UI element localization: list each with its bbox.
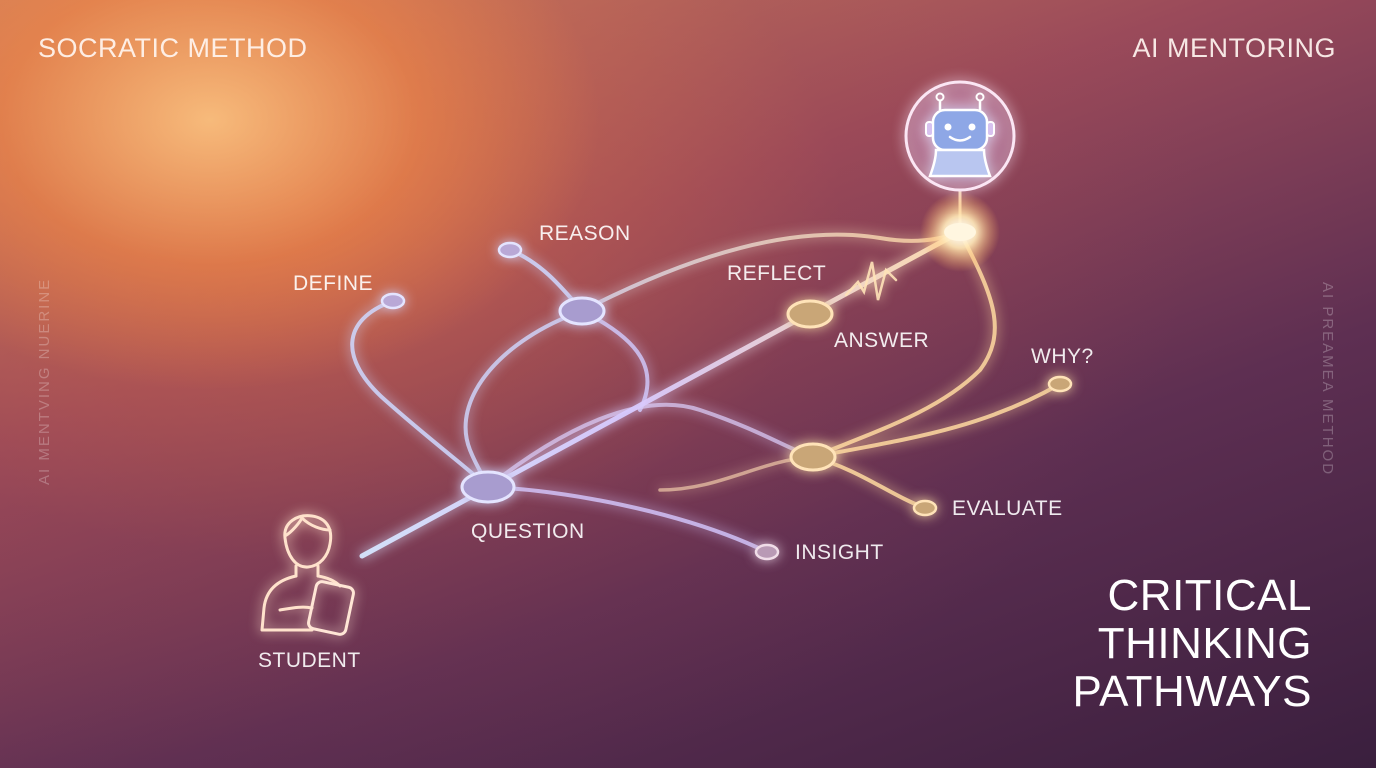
node-question	[460, 470, 516, 504]
robot-mentor-icon	[904, 80, 1016, 192]
path-zigzag	[844, 261, 898, 301]
path-question-insight	[486, 485, 769, 554]
path-question-center	[486, 402, 815, 489]
spark-core	[944, 223, 976, 241]
student-with-tablet-icon	[260, 514, 355, 636]
path-bot-center	[811, 230, 997, 459]
node-center	[789, 442, 837, 472]
path-main-diagonal	[359, 229, 963, 559]
node-hub	[558, 296, 606, 326]
node-define	[380, 292, 406, 310]
node-reason	[497, 241, 523, 259]
node-insight	[754, 543, 780, 561]
page-title: CRITICAL THINKING PATHWAYS	[1073, 572, 1313, 716]
label-why: WHY?	[1031, 345, 1094, 368]
label-evaluate: EVALUATE	[952, 497, 1063, 520]
title-line-2: THINKING	[1097, 619, 1312, 668]
title-line-3: PATHWAYS	[1072, 667, 1312, 716]
title-line-1: CRITICAL	[1107, 571, 1312, 620]
label-student: STUDENT	[258, 649, 361, 672]
path-define-question	[350, 299, 490, 489]
path-center-why	[811, 382, 1062, 459]
node-why	[1047, 375, 1073, 393]
label-answer: ANSWER	[834, 329, 930, 352]
label-define: DEFINE	[293, 272, 374, 295]
label-socratic-method: SOCRATIC METHOD	[38, 33, 308, 63]
label-reason: REASON	[539, 222, 631, 245]
label-insight: INSIGHT	[795, 541, 884, 564]
label-reflect: REFLECT	[727, 262, 827, 285]
node-reflect	[786, 299, 834, 329]
path-center-left	[658, 455, 815, 492]
path-hub-down	[580, 309, 650, 412]
node-evaluate	[912, 499, 938, 517]
label-ai-mentoring: AI MENTORING	[1132, 33, 1336, 63]
label-question: QUESTION	[471, 520, 585, 543]
